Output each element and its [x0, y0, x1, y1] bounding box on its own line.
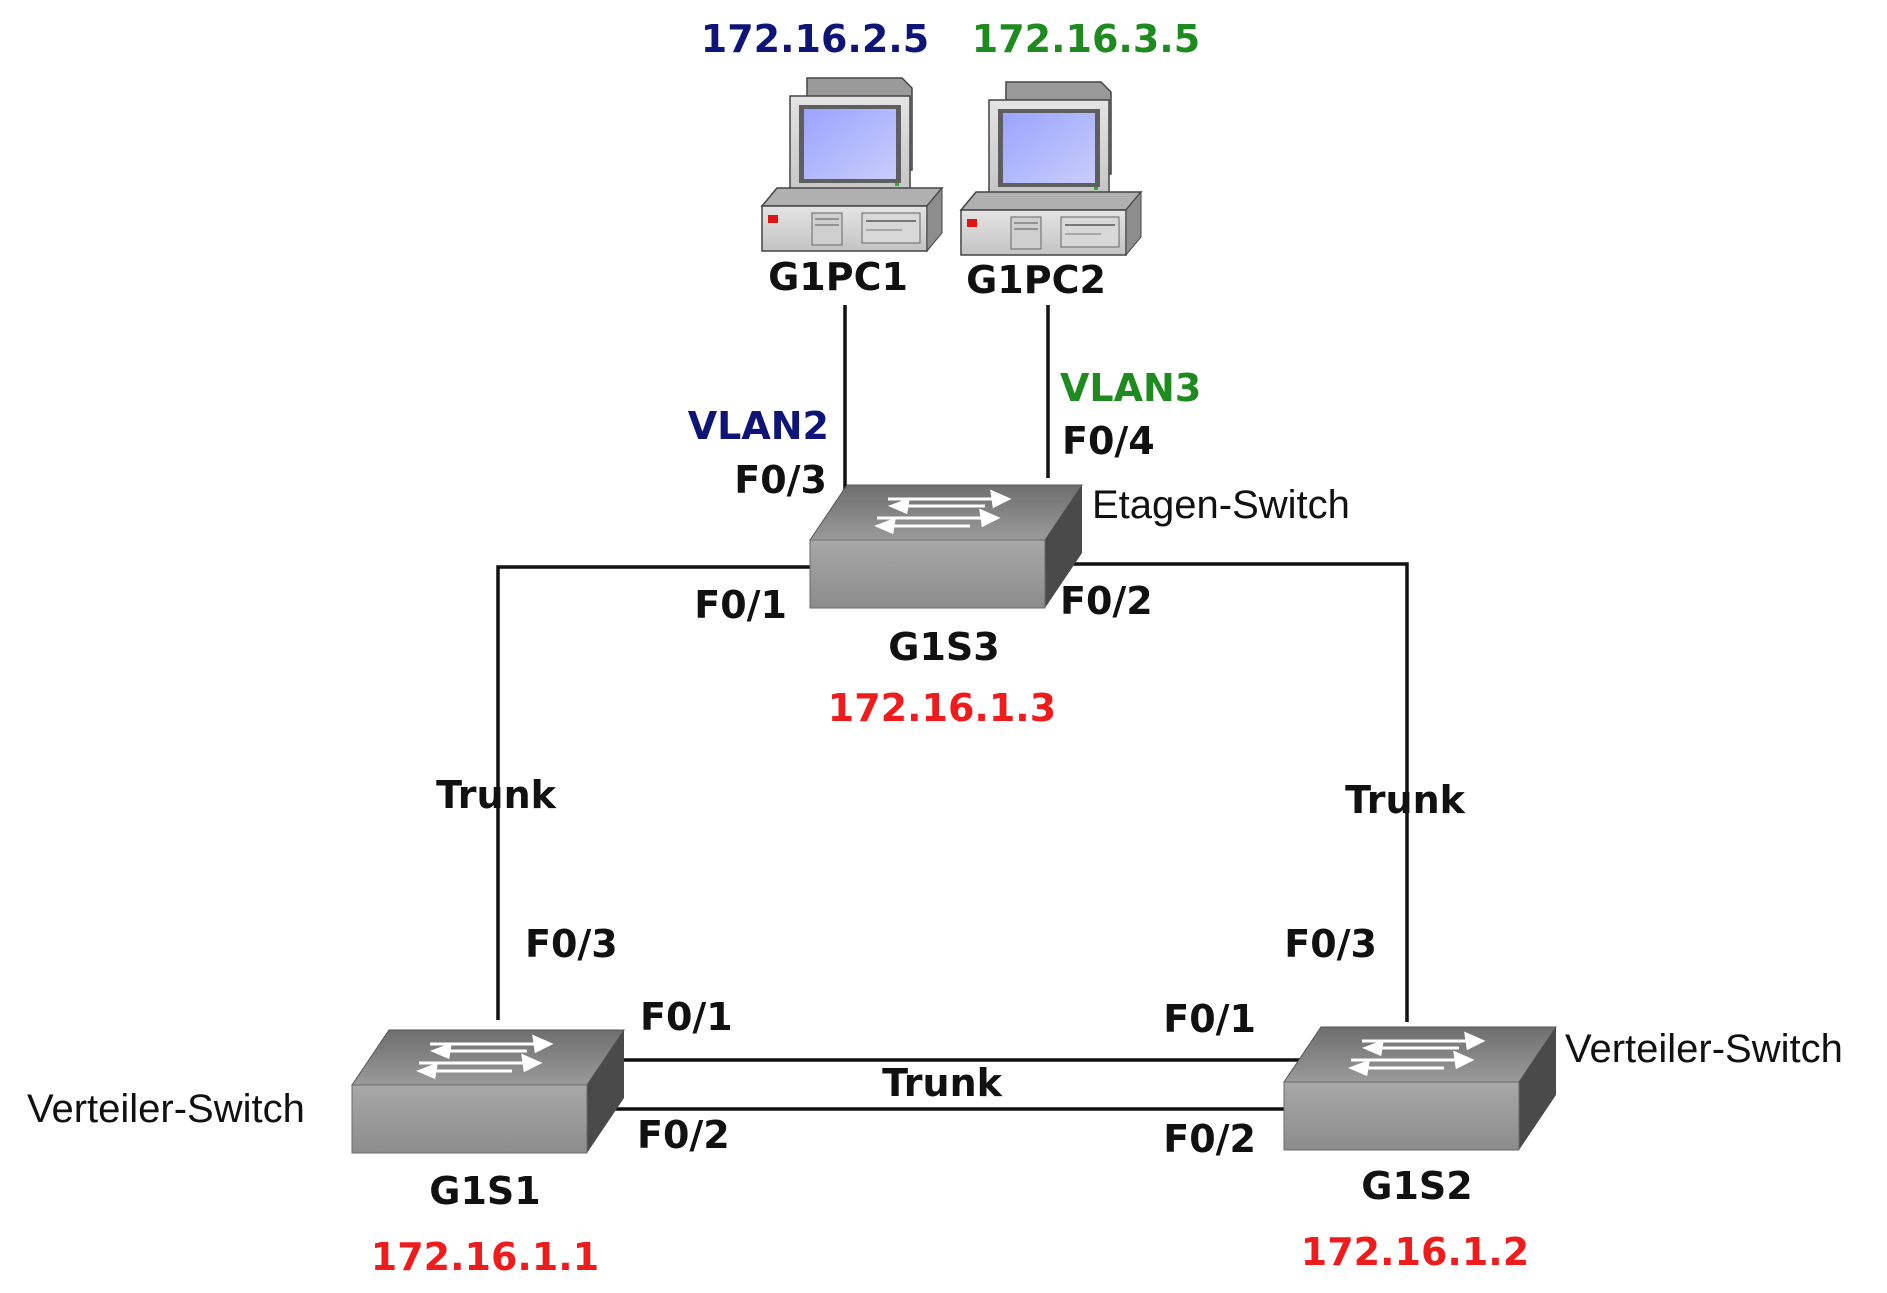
g1s2-port-a-label: F0/1 [1163, 997, 1256, 1041]
g1s2-role-label: Verteiler-Switch [1565, 1027, 1843, 1071]
pc1-ip-label: 172.16.2.5 [701, 17, 929, 61]
g1s2-name-label: G1S2 [1361, 1164, 1472, 1208]
g1s1-port-a-label: F0/1 [640, 995, 733, 1039]
computer-icon [960, 81, 1142, 256]
left-trunk-line [496, 565, 810, 1020]
pc2-name-label: G1PC2 [966, 258, 1106, 302]
vlan3-label: VLAN3 [1060, 366, 1201, 410]
switch-g1s2[interactable] [1282, 1025, 1558, 1152]
switch-icon [350, 1028, 626, 1155]
links-layer [496, 305, 1409, 1111]
bottom-trunk-label: Trunk [882, 1061, 1003, 1105]
right-trunk-line [1030, 562, 1409, 1022]
g1s3-name-label: G1S3 [888, 625, 999, 669]
g1s3-port-left-label: F0/1 [694, 583, 787, 627]
pc2-port-label: F0/4 [1062, 419, 1155, 463]
g1s1-name-label: G1S1 [429, 1169, 540, 1213]
pc-g1pc1[interactable] [761, 77, 943, 252]
g1s3-ip-label: 172.16.1.3 [828, 686, 1056, 730]
g1s2-ip-label: 172.16.1.2 [1301, 1230, 1529, 1274]
pc2-ip-label: 172.16.3.5 [972, 17, 1200, 61]
switch-g1s3[interactable] [808, 483, 1084, 610]
pc1-name-label: G1PC1 [768, 255, 908, 299]
pc1-port-label: F0/3 [734, 458, 827, 502]
right-trunk-label: Trunk [1345, 778, 1466, 822]
left-trunk-label: Trunk [436, 773, 557, 817]
g1s1-port-up-label: F0/3 [525, 922, 618, 966]
switch-g1s1[interactable] [350, 1028, 626, 1155]
computer-icon [761, 77, 943, 252]
g1s2-port-b-label: F0/2 [1163, 1117, 1256, 1161]
switch-icon [1282, 1025, 1558, 1152]
g1s3-role-label: Etagen-Switch [1092, 483, 1350, 527]
vlan2-label: VLAN2 [688, 404, 829, 448]
pc-g1pc2[interactable] [960, 81, 1142, 256]
g1s1-role-label: Verteiler-Switch [27, 1087, 305, 1131]
g1s3-port-right-label: F0/2 [1060, 579, 1153, 623]
g1s2-port-up-label: F0/3 [1284, 922, 1377, 966]
g1s1-ip-label: 172.16.1.1 [371, 1235, 599, 1279]
g1s1-port-b-label: F0/2 [637, 1113, 730, 1157]
switch-icon [808, 483, 1084, 610]
